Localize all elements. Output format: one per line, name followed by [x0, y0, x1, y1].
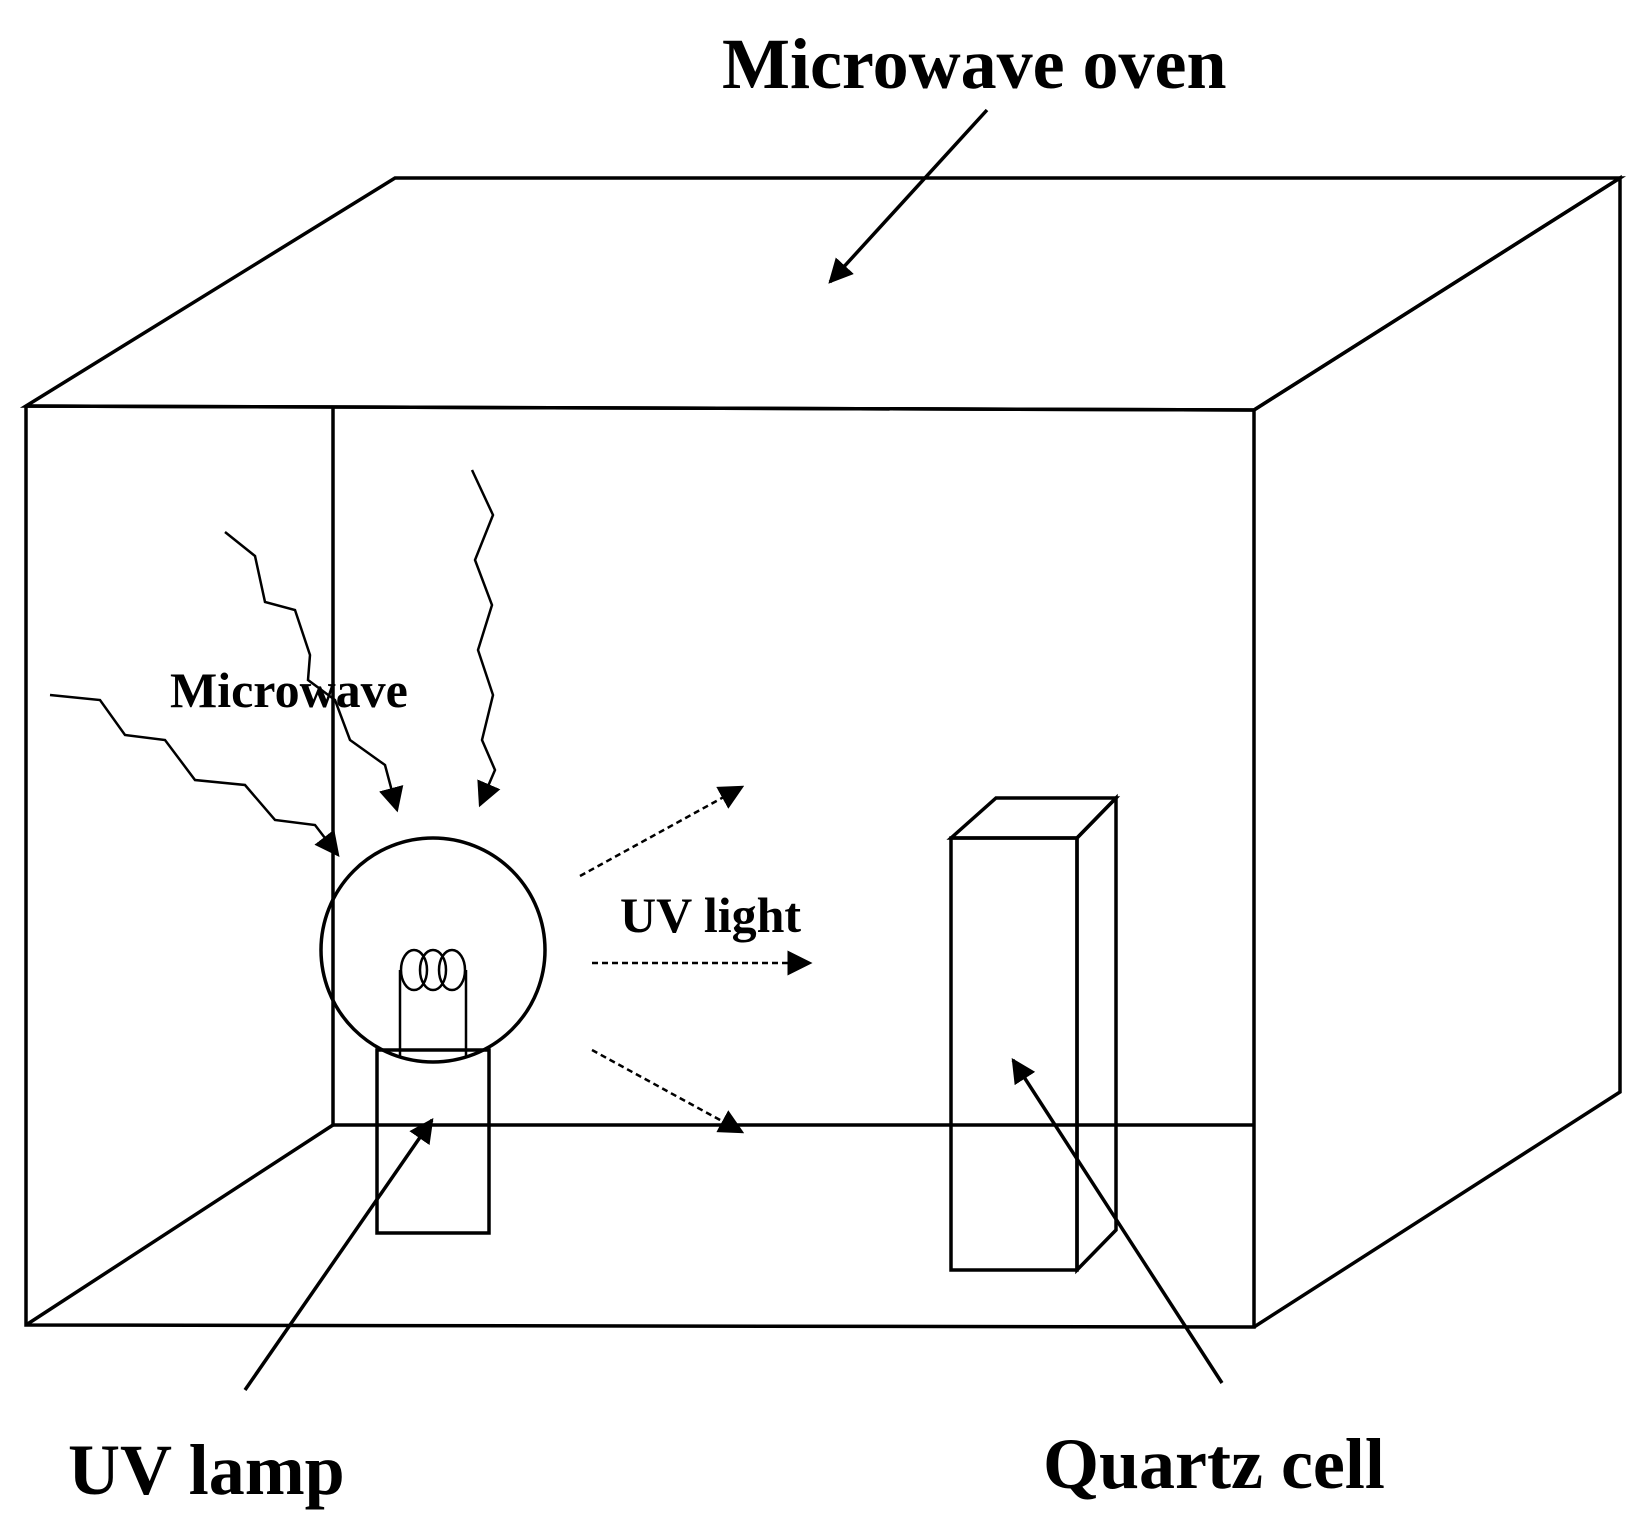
uv-lamp — [319, 836, 547, 1235]
quartz-cell-pointer-arrow — [1011, 1057, 1224, 1384]
microwave-oven-pointer-arrow — [828, 108, 989, 284]
uv-lamp-label: UV lamp — [68, 1430, 345, 1510]
microwave-wave-middle — [224, 531, 404, 813]
microwave-wave-left — [49, 693, 340, 857]
oven-box — [19, 174, 1627, 1329]
uv-lamp-pointer-arrow — [243, 1117, 434, 1391]
uv-light-rays — [579, 785, 813, 1134]
quartz-cell-side — [1075, 793, 1118, 1275]
oven-inner-floor-left-edge — [25, 1123, 334, 1327]
uv-ray-up — [579, 785, 745, 878]
oven-top-face — [19, 176, 1627, 412]
microwave-wave-right — [470, 469, 501, 808]
uv-lamp-bulb — [319, 836, 547, 1064]
microwave-oven-label: Microwave oven — [722, 24, 1227, 104]
oven-front-edges — [24, 404, 1256, 1329]
microwave-waves — [49, 469, 501, 857]
oven-right-face — [1253, 174, 1622, 1329]
uv-lamp-filament — [398, 948, 468, 1056]
microwave-label: Microwave — [170, 662, 408, 718]
quartz-cell-label: Quartz cell — [1043, 1424, 1385, 1504]
uv-ray-down — [591, 1048, 745, 1134]
uv-light-label: UV light — [620, 887, 801, 943]
quartz-cell-top — [946, 796, 1121, 840]
quartz-cell-front — [949, 836, 1079, 1272]
uv-lamp-base — [375, 1048, 491, 1235]
quartz-cell — [946, 793, 1121, 1275]
